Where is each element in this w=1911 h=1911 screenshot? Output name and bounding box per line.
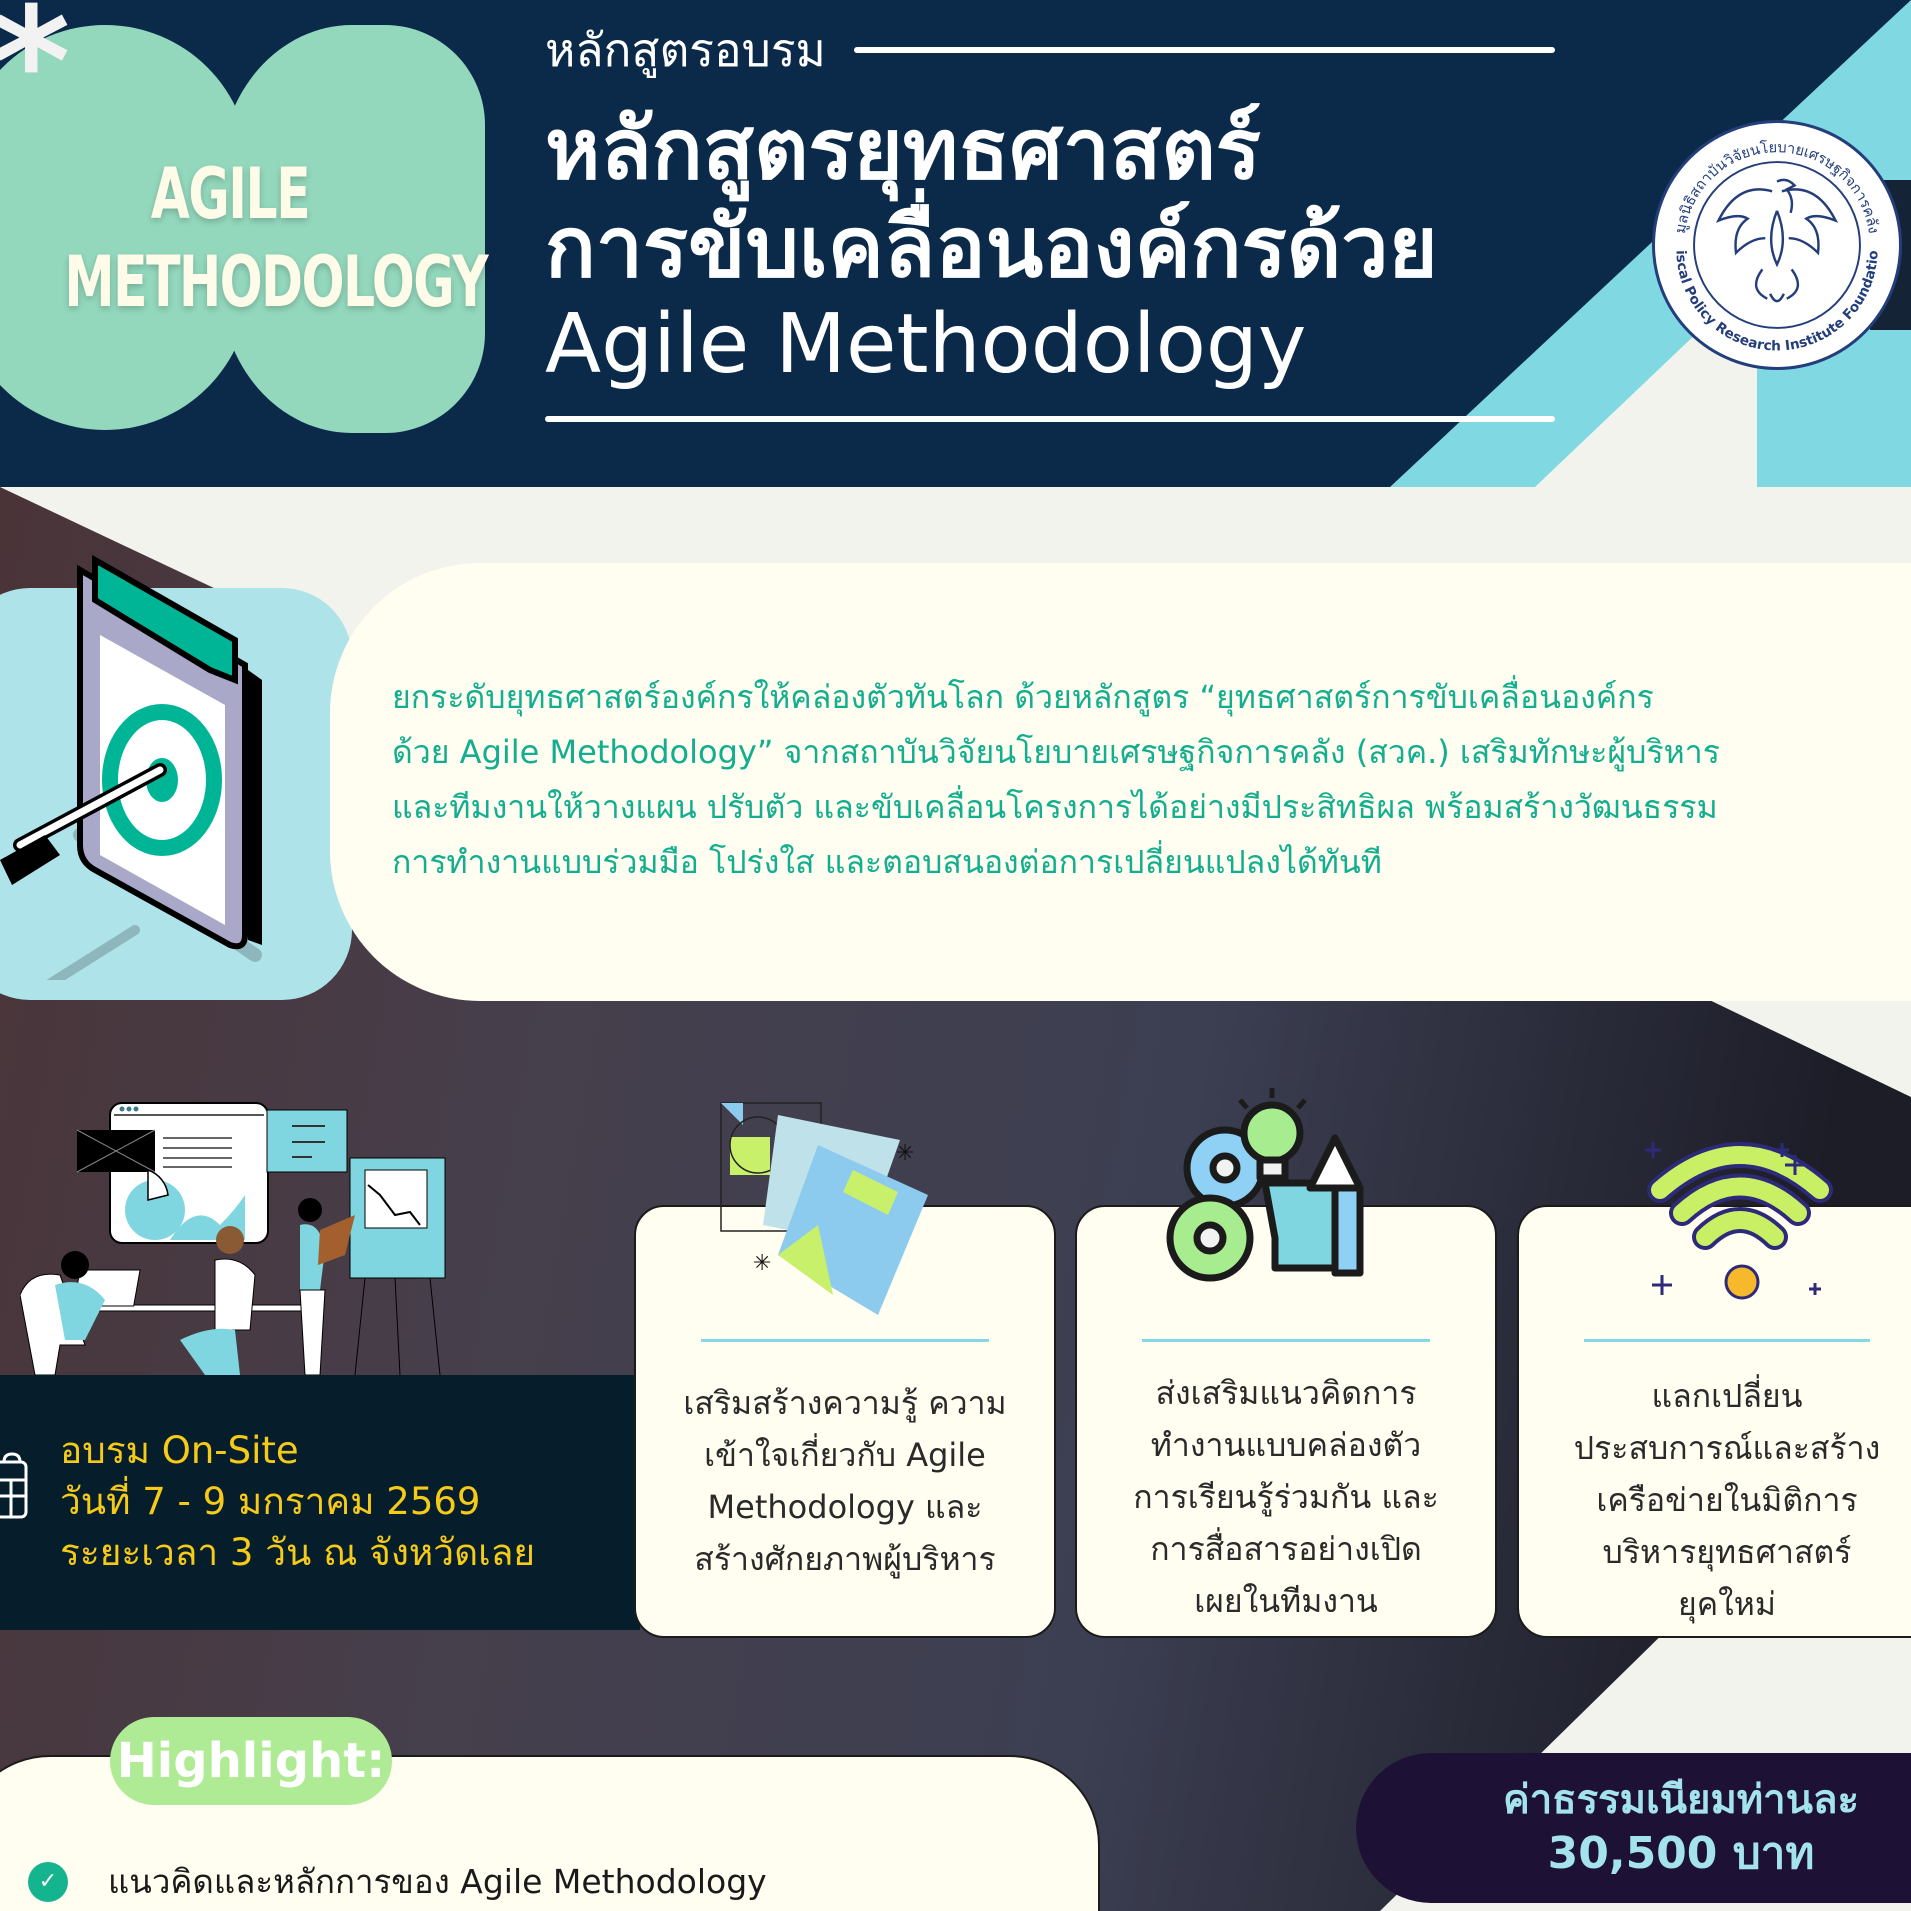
svg-text:มูลนิธิสถาบันวิจัยนโยบายเศรษฐก: มูลนิธิสถาบันวิจัยนโยบายเศรษฐกิจการคลัง	[1672, 139, 1882, 235]
intro-line: และทีมงานให้วางแผน ปรับตัว และขับเคลื่อน…	[392, 788, 1718, 826]
card-divider	[1584, 1339, 1870, 1342]
feature-card-networking: แลกเปลี่ยน ประสบการณ์และสร้าง เครือข่ายใ…	[1517, 1205, 1911, 1638]
card-divider	[1142, 1339, 1430, 1342]
calendar-icon	[0, 1452, 28, 1519]
feature-line: การเรียนรู้ร่วมกัน และ	[1133, 1478, 1439, 1516]
intro-card	[330, 563, 1911, 1001]
mint-blob-right	[220, 25, 485, 433]
svg-text:Fiscal Policy Research Institu: Fiscal Policy Research Institute Foundat…	[1655, 123, 1882, 354]
check-circle-icon: ✓	[28, 1861, 68, 1902]
garuda-emblem-icon	[1715, 178, 1839, 303]
highlight-item-label: แนวคิดและหลักการของ Agile Methodology	[108, 1862, 767, 1901]
intro-description: ยกระดับยุทธศาสตร์องค์กรให้คล่องตัวทันโลก…	[392, 670, 1911, 890]
feature-line: การสื่อสารอย่างเปิด	[1150, 1530, 1422, 1568]
svg-text:✳: ✳	[753, 1251, 771, 1276]
feature-line: ส่งเสริมแนวคิดการ	[1155, 1374, 1417, 1412]
feature-line: เข้าใจเกี่ยวกับ Agile	[704, 1436, 986, 1474]
feature-line: เผยในทีมงาน	[1194, 1582, 1378, 1620]
title-line2: การขับเคลื่อนองค์กรด้วย	[545, 198, 1438, 296]
event-info-strip	[0, 1375, 640, 1630]
badge-line1: AGILE	[150, 153, 311, 235]
documents-magnifier-icon: ✳ ✳	[720, 1102, 928, 1315]
svg-text:✳: ✳	[896, 1141, 914, 1166]
event-details: อบรม On-Site วันที่ 7 - 9 มกราคม 2569 ระ…	[60, 1425, 535, 1578]
intro-line: การทำงานแบบร่วมมือ โปร่งใส และตอบสนองต่อ…	[392, 843, 1382, 881]
feature-card-agile-mindset: ส่งเสริมแนวคิดการ ทำงานแบบคล่องตัว การเร…	[1075, 1205, 1497, 1638]
wifi-network-icon	[1645, 1142, 1833, 1300]
header-banner: * AGILE METHODOLOGY หลักสูตรอบรม หลักสูต…	[0, 0, 1911, 487]
intro-line: ด้วย Agile Methodology” จากสถาบันวิจัยนโ…	[392, 733, 1720, 771]
title-divider	[545, 416, 1555, 422]
highlight-title: Highlight:	[110, 1717, 392, 1805]
intro-line: ยกระดับยุทธศาสตร์องค์กรให้คล่องตัวทันโลก…	[392, 678, 1654, 716]
highlight-item: ✓ แนวคิดและหลักการของ Agile Methodology	[28, 1855, 767, 1908]
asterisk-icon: *	[0, 0, 70, 138]
price-badge: ค่าธรรมเนียมท่านละ 30,500 บาท	[1356, 1753, 1911, 1903]
course-kicker: หลักสูตรอบรม	[545, 22, 826, 77]
agile-methodology-badge: AGILE METHODOLOGY	[64, 150, 488, 326]
target-clipboard-arrow-icon	[0, 554, 262, 980]
title-line3: Agile Methodology	[545, 297, 1307, 392]
event-format: อบรม On-Site	[60, 1429, 299, 1472]
feature-text: ส่งเสริมแนวคิดการ ทำงานแบบคล่องตัว การเร…	[1097, 1367, 1475, 1627]
logo-ring-text-icon: มูลนิธิสถาบันวิจัยนโยบายเศรษฐกิจการคลัง …	[1655, 123, 1882, 354]
feature-line: ทำงานแบบคล่องตัว	[1150, 1426, 1422, 1464]
page-title: หลักสูตรยุทธศาสตร์ การขับเคลื่อนองค์กรด้…	[545, 100, 1438, 394]
feature-line: เสริมสร้างความรู้ ความ	[683, 1384, 1007, 1422]
kicker-divider	[853, 47, 1555, 53]
kicker-row: หลักสูตรอบรม	[545, 20, 1555, 80]
feature-line: สร้างศักยภาพผู้บริหาร	[694, 1540, 996, 1578]
feature-line: Methodology และ	[707, 1488, 983, 1526]
feature-text: แลกเปลี่ยน ประสบการณ์และสร้าง เครือข่ายใ…	[1539, 1370, 1911, 1630]
event-duration-location: ระยะเวลา 3 วัน ณ จังหวัดเลย	[60, 1531, 536, 1574]
feature-line: แลกเปลี่ยน	[1651, 1377, 1803, 1415]
card-divider	[701, 1339, 989, 1342]
event-date: วันที่ 7 - 9 มกราคม 2569	[60, 1480, 481, 1523]
badge-line2: METHODOLOGY	[64, 241, 488, 323]
feature-line: ยุคใหม่	[1678, 1585, 1776, 1623]
feature-line: บริหารยุทธศาสตร์	[1602, 1533, 1852, 1571]
fpri-logo: มูลนิธิสถาบันวิจัยนโยบายเศรษฐกิจการคลัง …	[1652, 120, 1902, 370]
mint-blob-left	[0, 25, 250, 430]
title-line1: หลักสูตรยุทธศาสตร์	[545, 100, 1261, 198]
feature-text: เสริมสร้างความรู้ ความ เข้าใจเกี่ยวกับ A…	[656, 1377, 1034, 1585]
gears-lightbulb-head-icon	[1166, 1088, 1364, 1282]
feature-line: เครือข่ายในมิติการ	[1596, 1481, 1858, 1519]
price-label: ค่าธรรมเนียมท่านละ	[1503, 1777, 1859, 1823]
feature-line: ประสบการณ์และสร้าง	[1573, 1429, 1881, 1467]
price-amount: 30,500 บาท	[1547, 1828, 1815, 1879]
team-meeting-illustration	[20, 1102, 446, 1375]
